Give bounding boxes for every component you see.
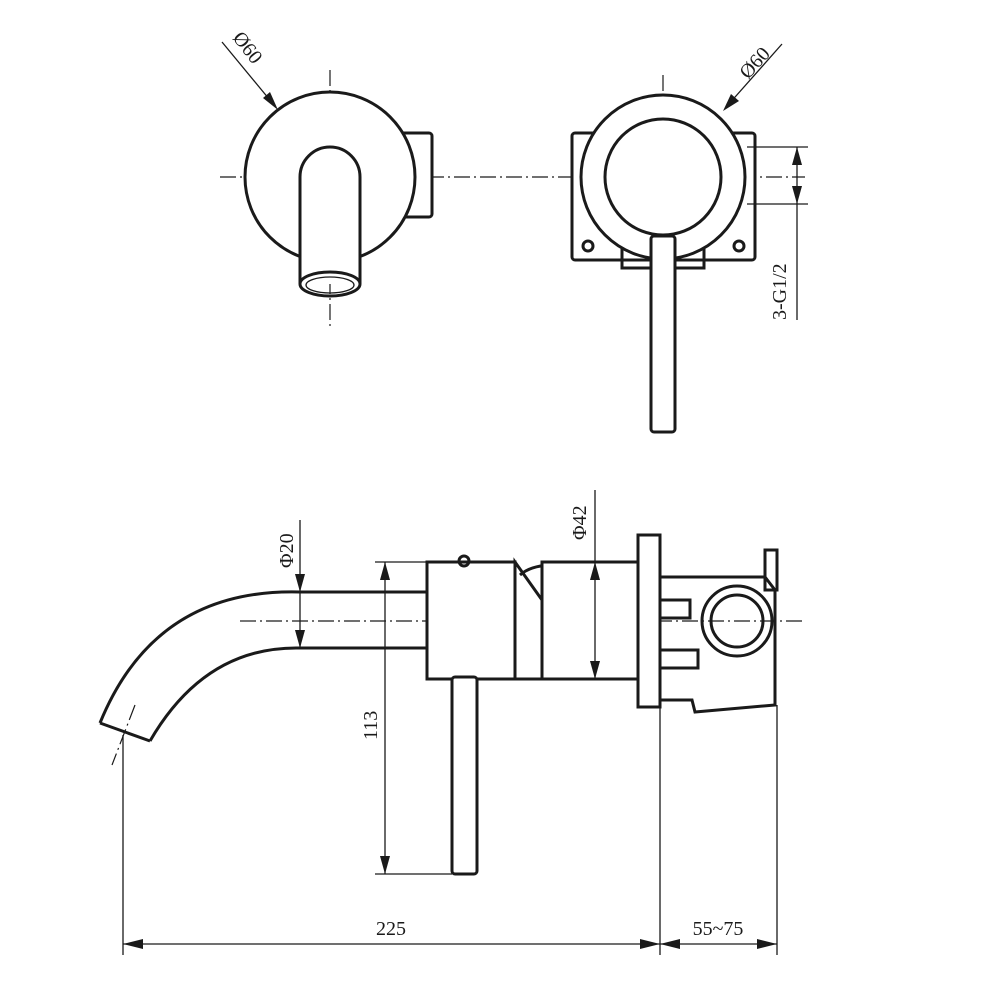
- spout-outlet-face: [99, 721, 151, 743]
- mixer-port-outer: [700, 584, 774, 658]
- spout-lower-edge: [148, 646, 427, 742]
- mixer-connector-upper: [658, 598, 692, 620]
- port-label: 3-G1/2: [769, 263, 791, 320]
- mixer-connector-lower: [658, 648, 700, 670]
- wall-plate: [636, 533, 662, 709]
- handle-lever-side: [450, 675, 479, 876]
- arrow-head: [660, 939, 680, 949]
- top-view-left: Ø60: [220, 28, 805, 330]
- mount-hole-left: [581, 239, 595, 253]
- arrow-head: [380, 562, 390, 580]
- arrow-head: [792, 147, 802, 165]
- arrow-head: [123, 939, 143, 949]
- spout-diameter-dimension: Φ20: [276, 520, 305, 648]
- arrow-head: [723, 94, 739, 111]
- port-dimension: 3-G1/2: [747, 146, 808, 320]
- valve-body: [540, 560, 640, 681]
- arrow-head: [640, 939, 660, 949]
- length-label: 225: [376, 918, 406, 940]
- mixer-mount-tab: [763, 548, 779, 592]
- spout-diameter-label: Φ20: [276, 533, 298, 568]
- arrow-head: [590, 562, 600, 580]
- spout-upper-edge: [98, 590, 427, 724]
- spout-outlet-bore: [305, 276, 355, 294]
- diameter-label-right: Ø60: [735, 43, 774, 83]
- body-diameter-label: Φ42: [569, 505, 591, 540]
- spout-top-outline: [298, 145, 362, 284]
- height-label: 113: [360, 711, 382, 740]
- wall-depth-label: 55~75: [693, 918, 744, 940]
- mixer-body-outline: [660, 575, 777, 714]
- diameter-label-left: Ø60: [228, 28, 267, 69]
- arrow-head: [757, 939, 777, 949]
- arrow-head: [380, 856, 390, 874]
- spout-outlet-end: [298, 270, 362, 298]
- top-view-right: Ø60 3-G1/2: [570, 43, 808, 434]
- body-diameter-dimension: Φ42: [569, 490, 600, 679]
- valve-cone: [513, 557, 544, 681]
- mixer-port-inner: [709, 593, 765, 649]
- side-view: Φ20 Φ42 113 225: [98, 490, 805, 955]
- length-dimension: 225 55~75: [122, 705, 778, 955]
- grub-screw: [457, 554, 471, 568]
- arrow-head: [590, 661, 600, 679]
- arrow-head: [263, 92, 278, 110]
- diameter-dimension-right: Ø60: [723, 43, 783, 111]
- height-dimension: 113: [360, 561, 452, 875]
- handle-lever-top: [649, 234, 677, 434]
- valve-collar: [425, 560, 517, 681]
- arrow-head: [295, 574, 305, 592]
- arrow-head: [792, 186, 802, 204]
- diameter-dimension-left: Ø60: [221, 28, 278, 110]
- arrow-head: [295, 630, 305, 648]
- mount-hole-right: [732, 239, 746, 253]
